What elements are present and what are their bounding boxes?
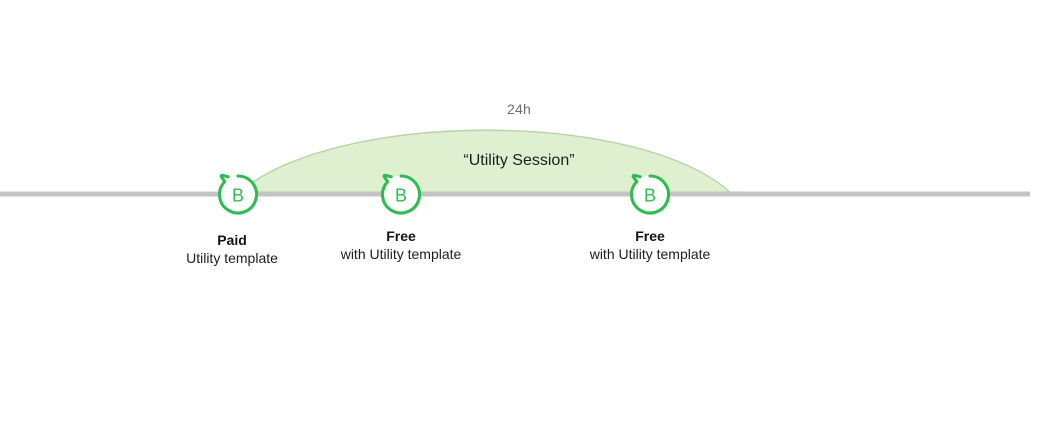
milestone-1-title: Paid [217,232,247,248]
milestone-2-label: Free with Utility template [341,228,462,264]
bubble-letter: B [232,186,244,206]
whatsapp-business-bubble-icon: B [629,173,671,215]
bubble-letter: B [644,186,656,206]
session-duration-label: 24h [507,101,531,117]
milestone-1-label: Paid Utility template [186,232,278,268]
timeline-axis [0,191,1030,197]
milestone-1-subtitle: Utility template [186,250,278,266]
milestone-2-title: Free [386,228,416,244]
milestone-1-icon: B [217,173,259,215]
milestone-3-icon: B [629,173,671,215]
bubble-outline [217,173,259,215]
milestone-2-subtitle: with Utility template [340,246,462,262]
whatsapp-business-bubble-icon: B [217,173,259,215]
milestone-2-icon: B [380,173,422,215]
session-window-arc-stroke [237,129,733,195]
bubble-outline [629,173,671,215]
bubble-outline [380,173,422,215]
whatsapp-business-bubble-icon: B [380,173,422,215]
session-window-area [238,130,732,194]
session-name-label: “Utility Session” [463,152,575,169]
bubble-letter: B [395,186,407,206]
milestone-3-label: Free with Utility template [590,228,711,264]
milestone-3-title: Free [635,228,665,244]
milestone-3-subtitle: with Utility template [589,246,711,262]
